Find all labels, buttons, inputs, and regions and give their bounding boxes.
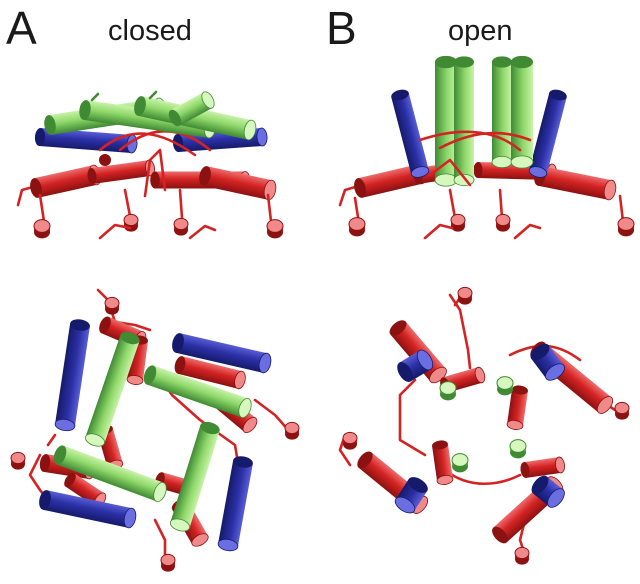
loop-coil — [498, 188, 504, 220]
loop-coil — [448, 188, 457, 220]
loop-coil — [90, 92, 100, 102]
red-helix-end-left — [33, 219, 51, 239]
loop-coil — [153, 518, 167, 562]
green-helix-2 — [453, 56, 475, 187]
red-helix-end-bottom — [514, 546, 530, 565]
blue-helix-left — [391, 89, 430, 178]
loop-coil — [188, 224, 217, 240]
loop-coil — [143, 148, 167, 198]
loop-coil — [428, 158, 472, 187]
closed-top-view — [10, 288, 300, 572]
loop-coil — [418, 130, 522, 152]
loop-coil — [46, 433, 57, 447]
red-helix-end-left — [342, 431, 358, 450]
green-helix-end-4 — [509, 439, 527, 459]
red-helix-end-right — [614, 401, 630, 420]
red-helix — [174, 356, 246, 390]
red-helix — [432, 440, 454, 485]
red-helix-end-right — [266, 219, 284, 239]
blue-helix-4 — [39, 490, 137, 529]
green-helix-end-1 — [439, 381, 457, 401]
blue-helix-2 — [172, 333, 272, 374]
loop-coil — [398, 378, 427, 457]
green-helix-3 — [491, 56, 513, 169]
blue-helix-3 — [217, 456, 253, 552]
green-helix-end-2 — [496, 376, 514, 396]
blue-helix-1 — [397, 349, 434, 382]
red-helix-end-left — [348, 217, 366, 237]
loop-coil — [443, 468, 522, 486]
green-helix-3 — [134, 96, 257, 141]
red-helix-end-center-right — [495, 213, 511, 232]
loop-coil — [148, 90, 158, 100]
red-helix-end-top — [104, 296, 120, 315]
green-helix-end-3 — [451, 453, 469, 473]
green-helix-2 — [143, 365, 252, 419]
red-helix-end-right — [617, 217, 635, 237]
red-helix — [87, 159, 155, 184]
loop-coil — [448, 293, 472, 370]
red-helix-end-center-left — [123, 213, 139, 232]
loop-coil — [123, 188, 132, 218]
red-helix-end-bottom — [160, 553, 176, 572]
red-helix-end-center-left — [450, 213, 466, 232]
red-helix-end-dark — [99, 154, 111, 166]
panel-title-closed: closed — [108, 15, 192, 47]
blue-helix-right — [528, 89, 567, 178]
red-helix — [199, 166, 277, 201]
loop-coil — [98, 223, 132, 240]
green-helix-1 — [434, 55, 458, 187]
blue-helix-1 — [54, 319, 90, 432]
loop-coil — [178, 188, 184, 220]
panel-letter-a: A — [6, 2, 37, 54]
green-helix-4 — [510, 55, 534, 169]
green-helix-4 — [168, 91, 215, 127]
red-helix-end-left — [10, 451, 26, 470]
loop-coil — [513, 223, 542, 240]
closed-side-view — [16, 90, 284, 240]
blue-helix-4 — [531, 475, 565, 508]
green-helix-4 — [53, 445, 167, 502]
open-side-view — [338, 55, 635, 240]
blue-helix-2 — [530, 343, 565, 381]
blue-helix-left — [34, 128, 138, 154]
green-helix-1 — [84, 331, 140, 447]
panel-letter-b: B — [326, 2, 357, 54]
red-helix-end-top — [457, 286, 473, 305]
loop-coil — [438, 131, 532, 150]
blue-helix-3 — [394, 477, 428, 514]
red-helix-end-center-right — [173, 217, 189, 236]
red-helix-end-right — [284, 421, 300, 440]
panel-title-open: open — [448, 15, 513, 47]
red-helix — [506, 385, 528, 430]
red-helix — [520, 456, 565, 478]
green-helix-3 — [169, 421, 220, 532]
open-top-view — [338, 286, 630, 565]
loop-coil — [423, 223, 454, 240]
